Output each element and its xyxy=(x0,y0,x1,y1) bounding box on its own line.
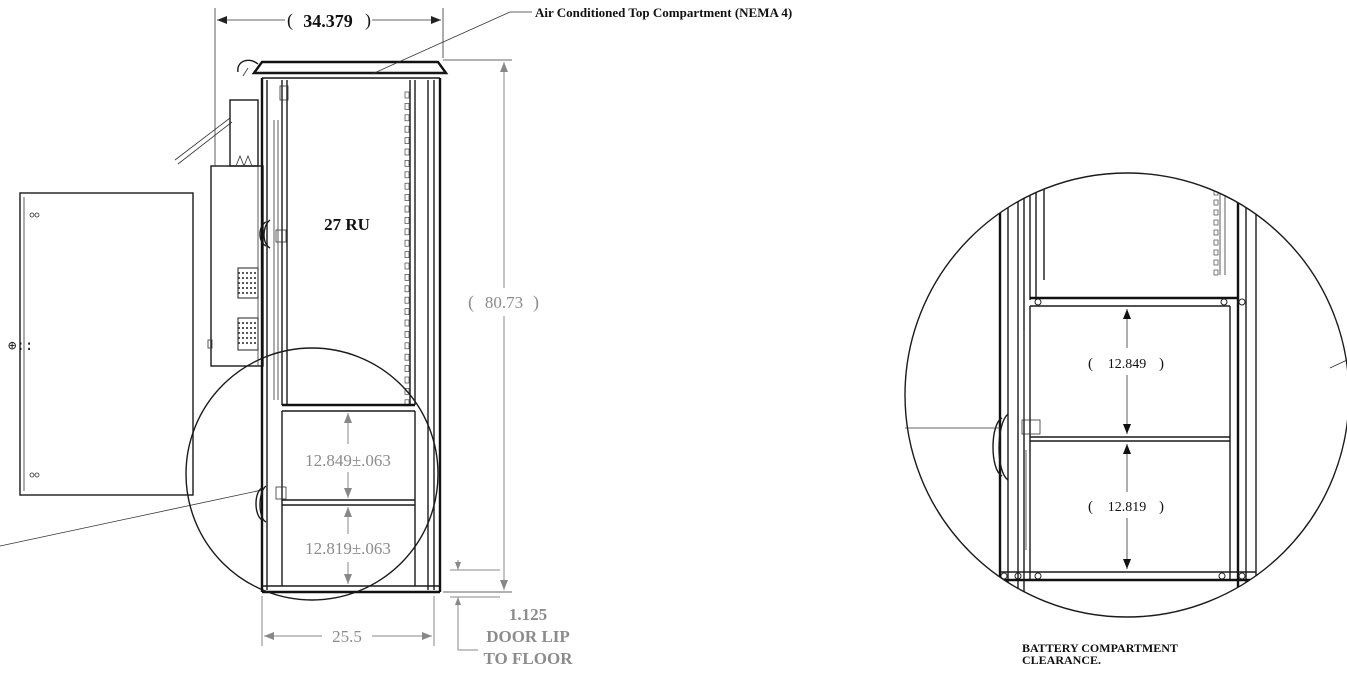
rack-hole xyxy=(404,376,410,384)
cabinet-roof xyxy=(237,59,449,79)
rack-hole xyxy=(404,228,410,236)
rack-units-label: 27 RU xyxy=(324,215,370,234)
detail-circle-marker xyxy=(185,347,439,601)
rack-hole xyxy=(404,137,410,144)
rack-hole xyxy=(404,148,410,156)
cabinet-body xyxy=(260,78,442,594)
overall-height-value: 80.73 xyxy=(485,293,523,312)
ac-vent-upper xyxy=(237,267,259,299)
rack-hole xyxy=(404,308,410,315)
dimension-door-lip: 1.125 DOOR LIP TO FLOOR xyxy=(450,560,573,668)
rack-hole xyxy=(404,217,410,224)
top-width-value: 34.379 xyxy=(303,11,353,31)
detail-rack-holes xyxy=(1213,179,1219,276)
rack-hole xyxy=(404,274,410,281)
rack-hole xyxy=(404,319,410,327)
battery-detail-view: ( ) 12.849 ( ) 12.819 xyxy=(904,172,1347,618)
svg-text:): ) xyxy=(1159,356,1164,372)
svg-text:(: ( xyxy=(287,10,293,31)
rack-hole xyxy=(404,91,410,99)
svg-text:(: ( xyxy=(1088,499,1093,515)
rack-hole xyxy=(1213,179,1219,186)
rack-hole xyxy=(404,205,410,213)
rack-hole xyxy=(404,365,410,372)
cabinet-main-view: ⊕:: xyxy=(0,59,449,601)
dimension-battery-lower: 12.819±.063 xyxy=(305,507,391,584)
top-compartment-label: Air Conditioned Top Compartment (NEMA 4) xyxy=(535,5,792,20)
svg-text:): ) xyxy=(1159,499,1164,515)
rack-hole xyxy=(404,114,410,122)
rack-hole xyxy=(404,285,410,293)
detail-upper-value: 12.849 xyxy=(1108,357,1147,372)
rack-hole xyxy=(1213,199,1219,206)
dimension-base-width: 25.5 xyxy=(261,596,435,646)
svg-text:(: ( xyxy=(1088,356,1093,372)
rack-hole xyxy=(1213,219,1219,226)
rack-hole xyxy=(404,331,410,338)
door-lip-label-line2: TO FLOOR xyxy=(484,649,574,668)
detail-dimension-lower: ( ) 12.819 xyxy=(1088,444,1164,569)
svg-text:(: ( xyxy=(468,292,474,313)
detail-dimension-upper: ( ) 12.849 xyxy=(1088,309,1164,434)
dimension-top-width: ( ) 34.379 xyxy=(214,8,444,166)
rack-hole xyxy=(1213,229,1219,236)
dimension-battery-upper: 12.849±.063 xyxy=(305,413,391,498)
battery-compartment-caption-line1: BATTERY COMPARTMENT xyxy=(1022,641,1178,655)
svg-text:): ) xyxy=(365,10,371,31)
rack-hole xyxy=(1213,239,1219,246)
rack-hole xyxy=(404,353,410,361)
dimension-overall-height: ( ) 80.73 xyxy=(443,59,539,593)
rack-hole xyxy=(404,251,410,258)
rack-hole xyxy=(404,239,410,247)
rack-hole xyxy=(1213,259,1219,266)
rack-hole xyxy=(404,388,410,395)
ac-vent-lower xyxy=(237,317,259,351)
detail-lower-value: 12.819 xyxy=(1108,500,1147,515)
door-lip-value: 1.125 xyxy=(509,605,547,624)
rack-hole xyxy=(404,160,410,167)
rack-hole xyxy=(404,342,410,350)
door-lip-label-line1: DOOR LIP xyxy=(486,627,570,646)
ac-unit xyxy=(207,99,264,367)
battery-compartments xyxy=(255,411,416,586)
base-width-value: 25.5 xyxy=(332,627,362,646)
rack-hole xyxy=(404,182,410,190)
rack-mount-holes xyxy=(404,91,410,407)
rack-hole xyxy=(404,194,410,201)
battery-upper-value: 12.849±.063 xyxy=(305,451,391,470)
battery-compartment-caption-line2: CLEARANCE. xyxy=(1022,653,1101,667)
rack-hole xyxy=(404,125,410,133)
callout-top-compartment: Air Conditioned Top Compartment (NEMA 4) xyxy=(371,5,792,75)
rack-hole xyxy=(1213,249,1219,256)
open-door: ⊕:: xyxy=(8,192,194,496)
rack-hole xyxy=(1213,209,1219,216)
rack-hole xyxy=(1213,269,1219,276)
rack-hole xyxy=(404,262,410,270)
detail-circle-border xyxy=(904,172,1347,618)
rack-hole xyxy=(404,296,410,304)
svg-text:⊕::: ⊕:: xyxy=(8,338,33,354)
battery-lower-value: 12.819±.063 xyxy=(305,539,391,558)
equipment-bay xyxy=(259,80,416,412)
rack-hole xyxy=(404,103,410,110)
svg-text:): ) xyxy=(533,292,539,313)
rack-hole xyxy=(404,171,410,179)
